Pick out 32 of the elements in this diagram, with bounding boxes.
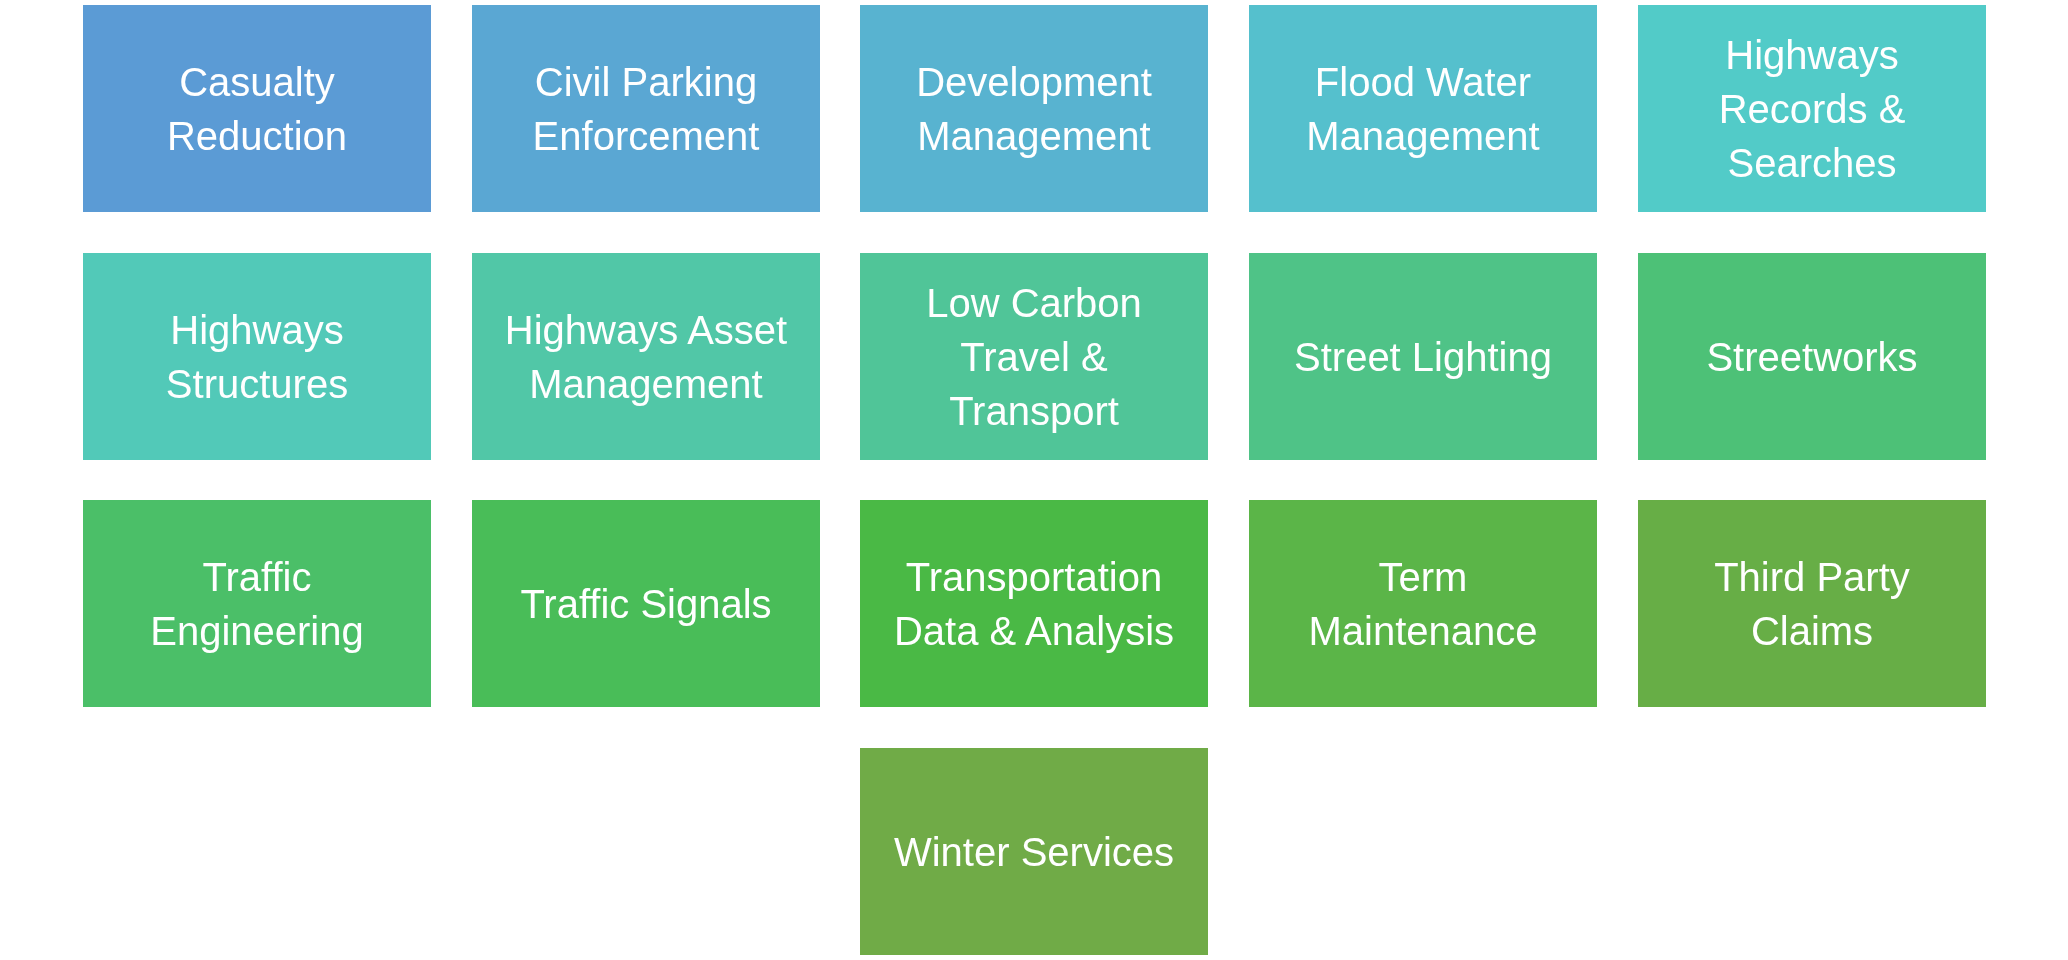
service-name: Traffic Signals (520, 580, 772, 628)
service-box (83, 253, 431, 460)
service-box (472, 5, 820, 212)
service-box (860, 253, 1208, 460)
service-name: Casualty Reduction (165, 58, 349, 160)
service-name: Civil Parking Enforcement (531, 58, 761, 160)
service-box (860, 500, 1208, 707)
service-box (1249, 253, 1597, 460)
service-name: Street Lighting (1294, 333, 1552, 381)
service-name: Development Management (915, 58, 1153, 160)
service-name: Term Maintenance (1307, 553, 1539, 655)
service-box (472, 500, 820, 707)
service-box (1638, 5, 1986, 212)
service-box (1638, 253, 1986, 460)
service-name: Highways Asset Management (503, 306, 789, 408)
service-box (83, 5, 431, 212)
service-box (1249, 500, 1597, 707)
service-name: Traffic Engineering (149, 553, 365, 655)
service-name: Highways Records & Searches (1717, 31, 1907, 187)
service-box (1249, 5, 1597, 212)
service-box (472, 253, 820, 460)
service-name: Low Carbon Travel & Transport (925, 279, 1143, 435)
service-name: Highways Structures (164, 306, 350, 408)
service-box (1638, 500, 1986, 707)
service-name: Streetworks (1706, 333, 1918, 381)
service-name: Flood Water Management (1305, 58, 1541, 160)
service-name: Winter Services (893, 828, 1175, 876)
service-box (860, 748, 1208, 955)
service-name: Transportation Data & Analysis (892, 553, 1176, 655)
service-box (860, 5, 1208, 212)
service-box (83, 500, 431, 707)
service-name: Third Party Claims (1713, 553, 1911, 655)
